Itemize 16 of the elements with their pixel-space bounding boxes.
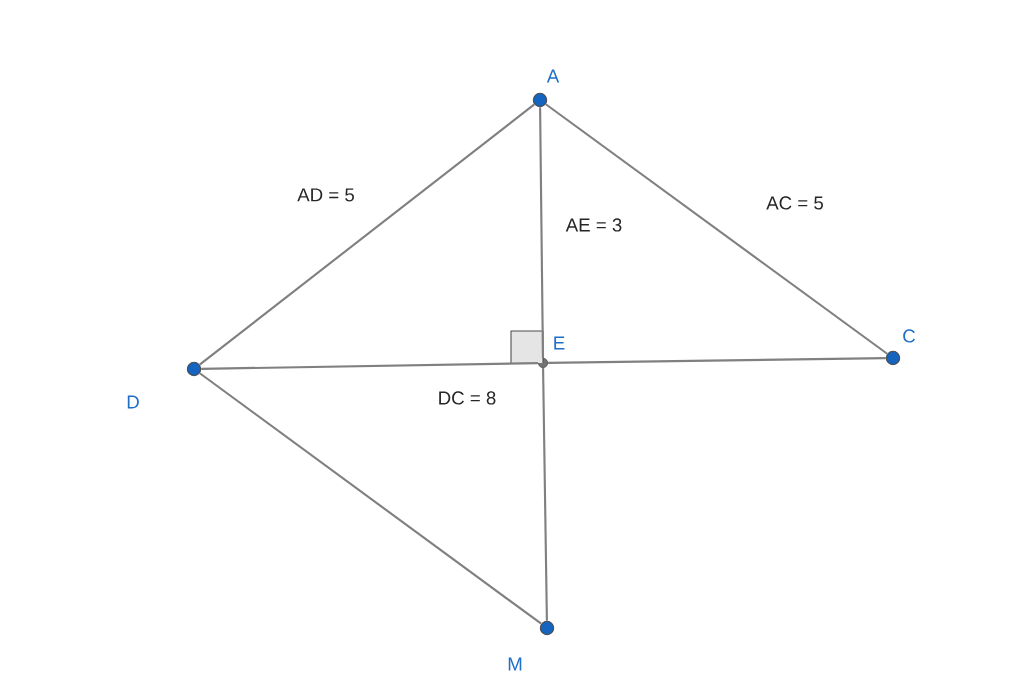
length-label: AE = 3 — [565, 218, 622, 232]
point-label: E — [554, 336, 565, 350]
line-segment — [548, 357, 886, 364]
line-segment — [199, 372, 542, 625]
line-segment — [539, 107, 544, 358]
line-segment — [545, 103, 888, 355]
length-label: DC = 8 — [439, 391, 496, 405]
line-segment — [542, 368, 548, 621]
line-segment — [201, 362, 538, 370]
length-label: AC = 5 — [766, 196, 823, 210]
point-label: C — [903, 329, 916, 343]
point-label: D — [127, 395, 139, 409]
line-segment — [199, 103, 535, 366]
point-label: M — [508, 657, 522, 671]
point-label: A — [546, 69, 560, 83]
length-label: AD = 5 — [297, 188, 354, 202]
